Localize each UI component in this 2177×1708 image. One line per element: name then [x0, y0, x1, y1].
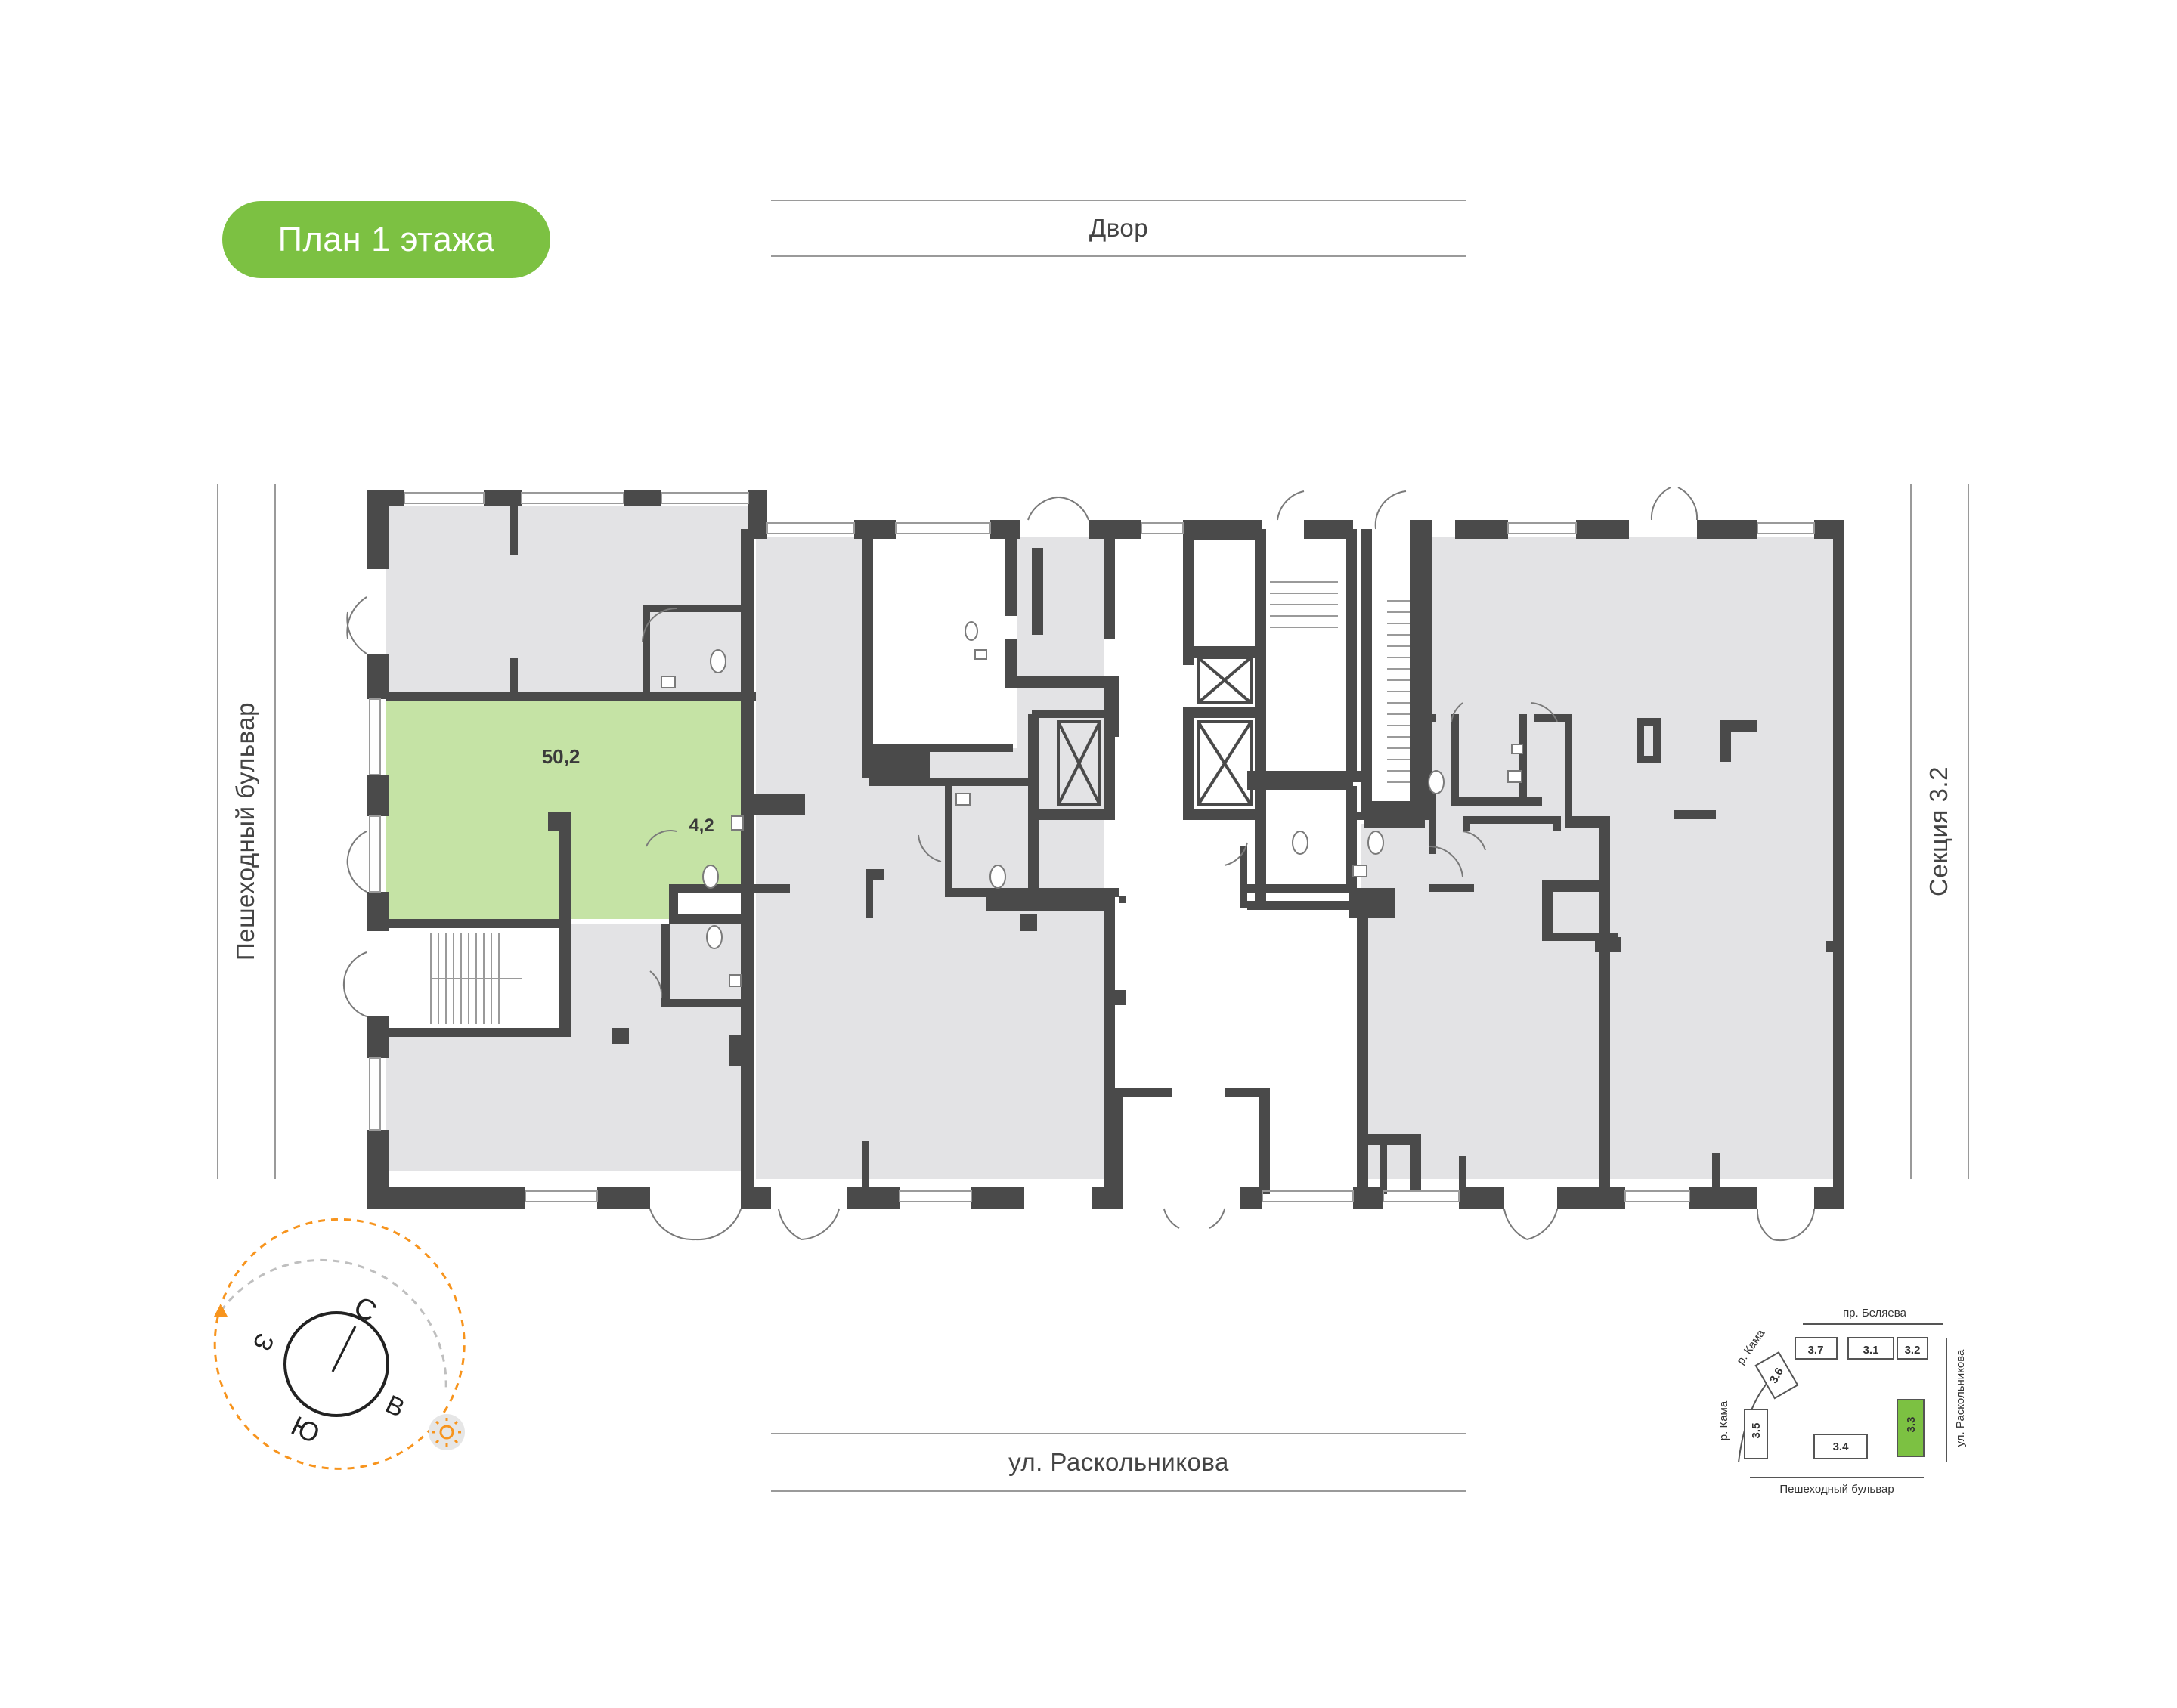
room-white-center-left: [873, 537, 1017, 748]
sun-icon: [432, 1418, 461, 1447]
unit-main-room[interactable]: [386, 700, 748, 919]
stairwell-left: [386, 924, 571, 1032]
site-map-label-3-1: 3.1: [1863, 1344, 1879, 1357]
site-map-building-3-5: [1744, 1409, 1768, 1459]
site-map-label-3-4: 3.4: [1833, 1440, 1850, 1453]
site-map: пр. Беляева ул. Раскольникова Пешеходный…: [1717, 1307, 1967, 1496]
site-map-street-left-lower: р. Кама: [1717, 1400, 1730, 1440]
right-section-band: [1910, 484, 1969, 1179]
site-map-street-top: пр. Беляева: [1843, 1307, 1907, 1320]
sun-path-top-arc: [219, 1258, 447, 1391]
stairs: [430, 581, 1410, 1024]
site-map-building-3-4: [1813, 1434, 1868, 1459]
site-map-building-3-6: [1754, 1351, 1799, 1400]
compass: С В Ю З: [213, 1218, 466, 1470]
compass-needle-icon: [331, 1326, 357, 1372]
unit-area-main: 50,2: [542, 745, 581, 768]
top-courtyard-band: Двор: [771, 200, 1466, 257]
site-map-building-3-1: [1847, 1337, 1894, 1360]
site-map-label-3-3: 3.3: [1905, 1417, 1918, 1433]
site-map-street-bottom: Пешеходный бульвар: [1779, 1483, 1894, 1496]
windows: [369, 492, 1815, 1202]
site-map-label-3-5: 3.5: [1750, 1423, 1763, 1439]
fixtures: [661, 621, 1523, 987]
room-bottom-left: [386, 1032, 748, 1171]
corridor-center: [1164, 537, 1262, 1179]
top-courtyard-label: Двор: [1088, 214, 1149, 242]
compass-east: В: [381, 1390, 409, 1423]
site-map-street-right: ул. Раскольникова: [1954, 1349, 1967, 1447]
room-far-right: [1421, 537, 1837, 1179]
compass-south: Ю: [286, 1409, 324, 1450]
bottom-street-label: ул. Раскольникова: [1008, 1448, 1229, 1476]
room-right-upper: [1421, 718, 1572, 824]
doors: [342, 487, 1815, 1242]
site-map-label-3-7: 3.7: [1808, 1344, 1824, 1357]
site-map-building-3-2: [1897, 1337, 1928, 1360]
left-boulevard-band: [217, 484, 276, 1179]
elevators: [1057, 656, 1253, 806]
room-top-left: [386, 506, 748, 695]
sun-path-arc: [213, 1218, 466, 1470]
walls: [367, 490, 1844, 1209]
floor-plan-title: План 1 этажа: [222, 201, 550, 278]
compass-west: З: [247, 1329, 280, 1355]
site-map-building-3-7: [1795, 1337, 1838, 1360]
sun-path-arrow-icon: [214, 1304, 228, 1317]
site-map-label-3-2: 3.2: [1905, 1344, 1921, 1357]
bottom-street-band: ул. Раскольникова: [771, 1433, 1466, 1492]
site-map-building-3-3[interactable]: [1897, 1399, 1925, 1457]
unit-area-bath: 4,2: [689, 815, 714, 836]
